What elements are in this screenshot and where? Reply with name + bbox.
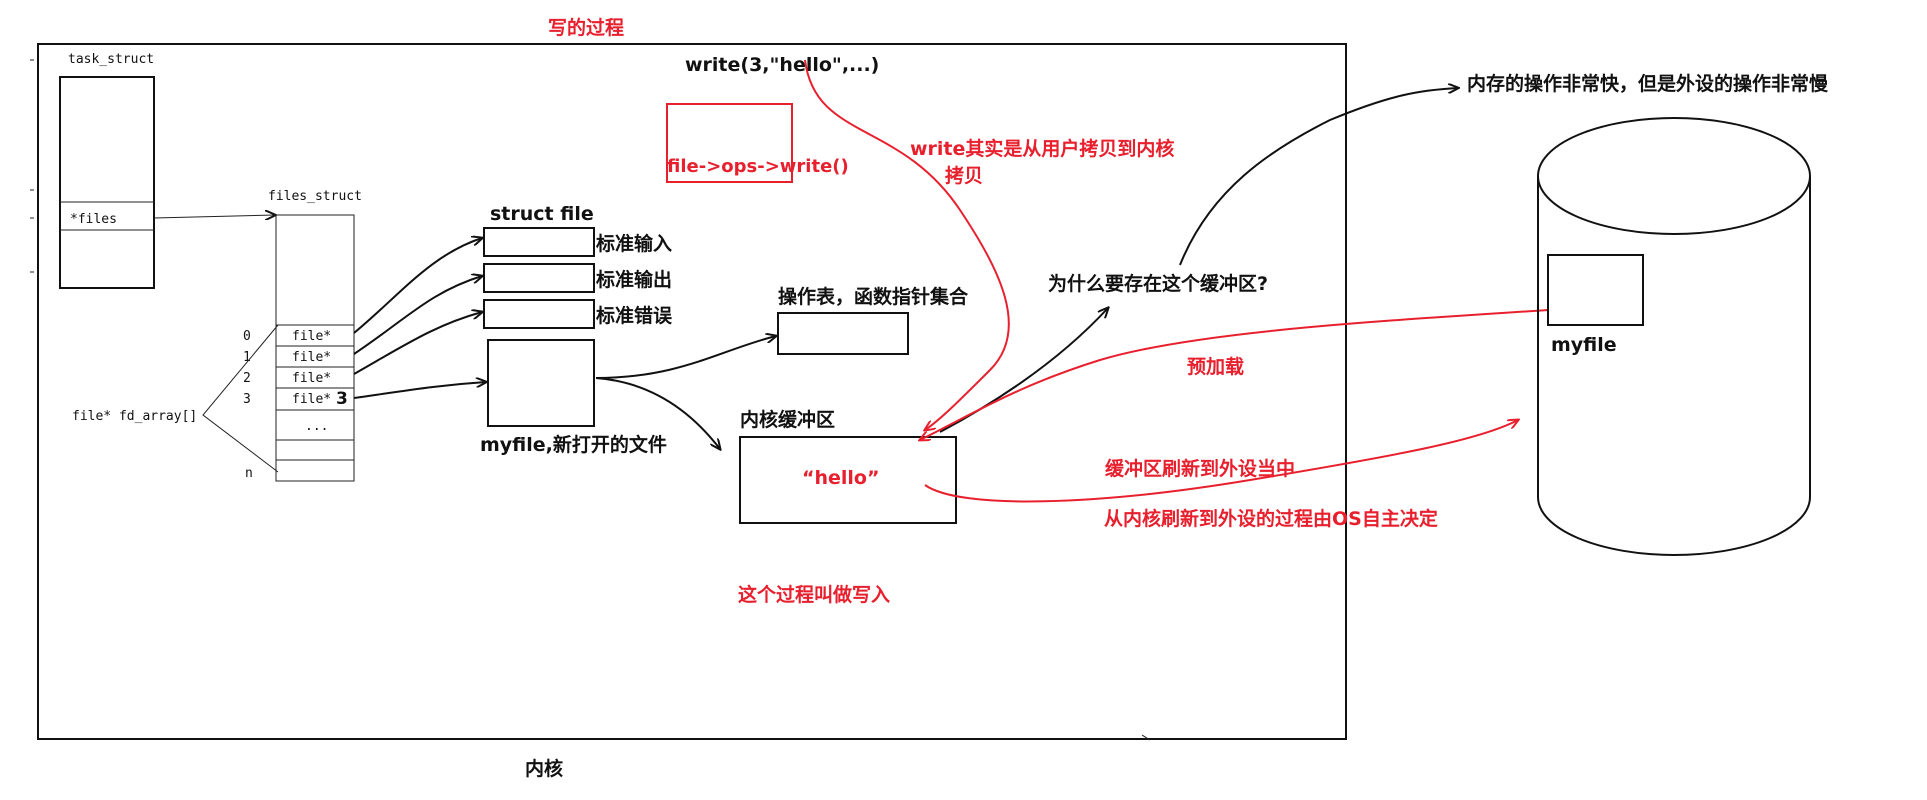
os-decides-note: 从内核刷新到外设的过程由OS自主决定 [1104,507,1438,530]
disk-body [1537,176,1811,556]
stray-tick [1141,734,1151,741]
stdout-box [483,263,595,293]
struct-file-label: struct file [490,203,594,225]
fd-slot-2: file* [292,371,331,386]
disk-file-box [1547,254,1644,326]
task-struct-label: task_struct [68,52,154,67]
files-field: *files [70,212,117,227]
stdin-box [483,227,595,257]
buffer-to-question-arrow [939,308,1108,433]
fd-ellipsis: ... [305,419,328,434]
fd1-arrow [353,276,482,355]
kernel-frame [37,43,1347,740]
disk-file-label: myfile [1551,334,1617,356]
kernel-buffer-content: “hello” [802,467,879,489]
task-struct-box [59,76,155,289]
diagram-title: 写的过程 [548,16,624,39]
files-pointer-arrow [153,215,275,218]
stdout-label: 标准输出 [596,268,672,291]
myfile-struct-box [487,339,595,427]
flush-arrow [924,420,1518,503]
copy-note-line1: write其实是从用户拷贝到内核 [910,137,1174,160]
myfile-to-buffer-arrow [595,377,720,449]
fd2-arrow [353,312,482,375]
kernel-buffer-box [739,436,957,524]
preload-label: 预加载 [1187,355,1244,378]
ops-write-label: file->ops->write() [667,156,849,177]
stderr-label: 标准错误 [596,304,673,327]
fd-array-label: file* fd_array[] [72,409,197,424]
fd-index-3: 3 [243,392,251,407]
why-buffer-question: 为什么要存在这个缓冲区? [1048,272,1268,295]
files-struct-box [275,214,355,482]
fd0-arrow [353,238,482,334]
ops-table-box [777,312,909,355]
fd3-arrow [353,382,486,399]
stderr-box [483,299,595,329]
fd-slot-1: file* [292,350,331,365]
process-note: 这个过程叫做写入 [738,583,890,606]
myfile-to-ops-arrow [595,336,776,379]
user-to-kernel-copy-arrow [804,59,1010,430]
fd-index-n: n [245,466,253,481]
speed-note: 内存的操作非常快，但是外设的操作非常慢 [1467,72,1829,95]
ops-table-label: 操作表，函数指针集合 [778,285,969,308]
copy-note-line2: 拷贝 [945,164,983,187]
ops-write-box [666,103,793,183]
flush-note: 缓冲区刷新到外设当中 [1105,457,1295,480]
files-struct-label: files_struct [268,189,362,204]
preload-arrow [920,309,1549,440]
stdin-label: 标准输入 [596,232,672,255]
kernel-buffer-label: 内核缓冲区 [740,408,835,431]
write-call: write(3,"hello",...) [685,54,879,76]
myfile-struct-label: myfile,新打开的文件 [480,433,667,456]
kernel-label: 内核 [525,757,563,780]
fd-index-1: 1 [243,350,251,365]
fd-slot-3: file* [292,392,331,407]
question-to-speed-note-arrow [1179,88,1458,266]
fd-index-0: 0 [243,329,251,344]
fd-array-bracket [202,324,279,473]
fd-slot-0: file* [292,329,331,344]
fd-slot-3-number: 3 [336,389,348,409]
fd-index-2: 2 [243,371,251,386]
disk-top [1537,117,1811,235]
